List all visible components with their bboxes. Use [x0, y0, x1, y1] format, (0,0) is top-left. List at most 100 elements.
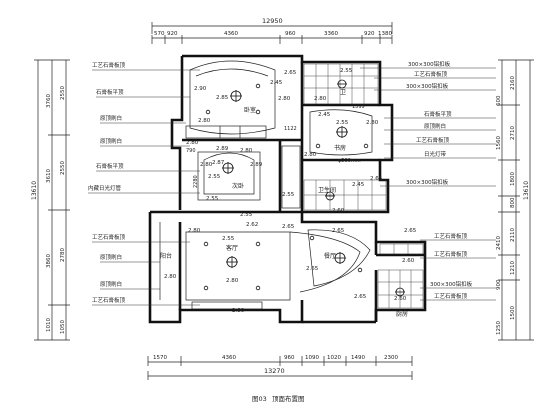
downlight-icon: [255, 109, 261, 115]
downlight-icon: [255, 285, 261, 291]
svg-text:工艺石膏板顶: 工艺石膏板顶: [434, 232, 468, 240]
right-leader-notes: 300×300铝扣板 工艺石膏板顶 300×300铝扣板 石膏板平顶 原顶刷白 …: [360, 60, 496, 301]
height-mark: 2.45: [352, 182, 365, 188]
height-mark: 2.80: [304, 152, 317, 158]
top-dimensions: 12950 570 920 4360 960 3360 920 1380: [151, 17, 392, 44]
height-mark: 2.89: [216, 146, 229, 152]
left-note: 石膏板平顶: [96, 88, 190, 98]
corridor-dim-c: 2280: [193, 175, 199, 188]
bottom-dim-3: 960: [284, 355, 295, 361]
height-mark: 2.45: [318, 112, 331, 118]
ceiling-details: [159, 60, 373, 310]
height-mark: 2.65: [284, 70, 297, 76]
svg-text:原顶刷白: 原顶刷白: [100, 137, 122, 145]
top-dim-7: 1380: [378, 31, 392, 37]
svg-text:300×300铝扣板: 300×300铝扣板: [430, 280, 473, 288]
height-mark: 2.80: [366, 120, 379, 126]
height-mark: 2.80: [278, 96, 291, 102]
right-outer-dim-3: 1800: [510, 172, 516, 186]
bottom-dim-1: 1570: [153, 355, 167, 361]
inline-labels: φ500mm 1599 1122 790 2280: [186, 104, 365, 188]
svg-text:原顶刷白: 原顶刷白: [100, 253, 122, 261]
room-name-living: 客厅: [226, 244, 238, 252]
right-outer-dim-6: 1210: [510, 261, 516, 275]
svg-text:内藏日光灯管: 内藏日光灯管: [88, 184, 122, 192]
top-dim-1: 570: [154, 31, 165, 37]
svg-text:工艺石膏板顶: 工艺石膏板顶: [92, 233, 126, 241]
svg-text:原顶刷白: 原顶刷白: [100, 280, 122, 288]
height-mark: 2.55: [240, 212, 253, 218]
right-note: 石膏板平顶: [384, 110, 496, 119]
height-mark: 2.45: [270, 80, 283, 86]
svg-text:工艺石膏板顶: 工艺石膏板顶: [92, 296, 126, 304]
bottom-dim-4: 1090: [305, 355, 319, 361]
downlight-icon: [255, 83, 261, 89]
height-mark: 2.60: [402, 258, 415, 264]
right-total-dim: 13610: [523, 181, 530, 200]
room-name-bedroom: 卧室: [244, 106, 256, 114]
height-mark: 2.62: [246, 222, 258, 228]
room-name-balcony: 阳台: [160, 252, 172, 260]
bottom-total-dim: 13270: [264, 367, 285, 375]
left-inner-dim-2: 2550: [60, 161, 66, 175]
left-note: 工艺石膏板顶: [92, 61, 200, 71]
height-mark: 2.55: [282, 192, 295, 198]
left-note: 石膏板平顶: [96, 162, 200, 172]
height-mark: 2.80: [226, 278, 239, 284]
left-note: 工艺石膏板顶: [92, 233, 190, 243]
svg-text:300×300铝扣板: 300×300铝扣板: [406, 82, 449, 90]
height-mark: 2.65: [282, 224, 295, 230]
height-mark: 2.80: [314, 96, 327, 102]
left-dimensions: 13610 3760 3610 3860 1010 2550 2550 2780…: [31, 59, 70, 341]
height-mark: 2.80: [164, 274, 177, 280]
left-outer-dim-2: 3610: [46, 169, 52, 183]
top-total-dim: 12950: [262, 17, 283, 25]
room-name-dining: 餐厅: [324, 252, 336, 260]
height-mark: 2.65: [354, 294, 367, 300]
downlight-icon: [309, 235, 315, 241]
height-mark: 2.80: [186, 140, 199, 146]
lamp-icon: [226, 256, 238, 268]
room-names: 卧室 次卧 书房 客厅 餐厅 厨房 卫 卫生间 阳台: [160, 89, 408, 318]
bottom-dim-5: 1020: [327, 355, 341, 361]
right-note: 300×300铝扣板: [360, 60, 496, 69]
right-note: 工艺石膏板顶: [420, 232, 496, 241]
downlight-icon: [315, 143, 321, 149]
study-lamp-size: φ500mm: [338, 158, 361, 164]
svg-text:日光灯带: 日光灯带: [424, 150, 447, 158]
right-outer-dim-4: 800: [510, 197, 516, 208]
height-mark: 2.65: [404, 228, 417, 234]
right-note: 工艺石膏板顶: [384, 136, 496, 145]
right-note: 工艺石膏板顶: [420, 292, 496, 301]
aluminium-grid-ceilings: [303, 63, 424, 309]
right-inner-dim-2: 1560: [496, 136, 502, 150]
figure-number: 图03: [252, 395, 267, 403]
lamp-icon: [395, 287, 405, 297]
room-name-bath-second: 卫生间: [318, 186, 336, 194]
height-mark: 2.55: [340, 68, 353, 74]
svg-text:石膏板平顶: 石膏板平顶: [96, 88, 124, 96]
svg-text:300×300铝扣板: 300×300铝扣板: [408, 60, 451, 68]
right-outer-dim-1: 2160: [510, 76, 516, 90]
height-mark: 2.55: [206, 196, 219, 202]
right-note: 工艺石膏板顶: [374, 70, 496, 79]
study-offset-dim: 1599: [352, 104, 365, 110]
bottom-dim-7: 2300: [384, 355, 398, 361]
left-note: 工艺石膏板顶: [92, 296, 200, 306]
lamp-icon: [336, 126, 348, 138]
height-mark: 2.65: [370, 176, 383, 182]
svg-text:原顶刷白: 原顶刷白: [100, 114, 122, 122]
left-note: 原顶刷白: [100, 137, 190, 147]
lamp-icon: [325, 191, 335, 201]
downlight-icon: [203, 285, 209, 291]
downlight-icon: [357, 267, 363, 273]
height-mark: 2.89: [250, 162, 263, 168]
balcony-kitchen-grid: [379, 243, 424, 255]
kitchen-grid: [377, 269, 424, 309]
lamp-icon: [337, 79, 347, 89]
corridor-dim-b: 790: [186, 148, 196, 154]
left-note: 原顶刷白: [100, 114, 186, 124]
height-mark: 2.60: [394, 296, 407, 302]
height-mark: 2.65: [332, 228, 345, 234]
room-name-kitchen: 厨房: [396, 310, 408, 318]
